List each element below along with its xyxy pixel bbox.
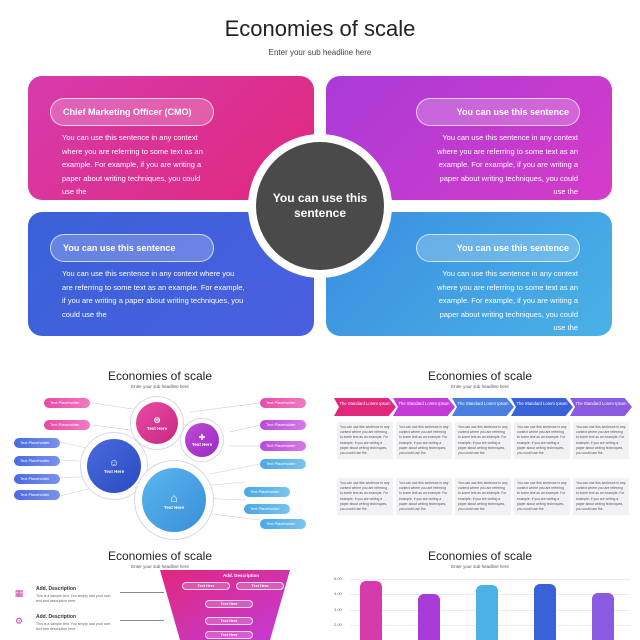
info-cell: You can use this sentence in any context… [573, 478, 629, 516]
info-cell: You can use this sentence in any context… [455, 478, 511, 516]
circle-node-blue: ☺ Text Here [87, 439, 141, 493]
text-placeholder[interactable]: Text Placeholder [260, 519, 306, 529]
bank-icon: ⌂ [170, 490, 178, 505]
bar-2 [418, 594, 440, 640]
info-cell: You can use this sentence in any context… [514, 478, 570, 516]
money-icon: ⊜ [153, 415, 161, 425]
thumb-subtitle: Enter your sub headline here [451, 384, 509, 389]
page-subtitle: Enter your sub headline here [268, 48, 372, 57]
thumb-subtitle: Enter your sub headline here [131, 564, 189, 569]
text-placeholder[interactable]: Text Placeholder [14, 456, 60, 466]
bar-5 [592, 592, 614, 640]
y-tick-label: 3,00 [334, 607, 342, 612]
circle-node-sky: ⌂ Text Here [142, 468, 206, 532]
chevron-step[interactable]: The Standard Lorem Ipsum [393, 398, 455, 416]
y-tick-label: 2,00 [334, 622, 342, 627]
text-placeholder[interactable]: Text Placeholder [260, 420, 306, 430]
circle-node-pink: ⊜ Text Here [136, 402, 178, 444]
funnel-pill[interactable]: Text Here [205, 617, 253, 625]
text-placeholder[interactable]: Text Placeholder [260, 459, 306, 469]
info-cell: You can use this sentence in any context… [573, 422, 629, 460]
quadrant-pill[interactable]: You can use this sentence [416, 234, 580, 262]
page-title: Economies of scale [224, 16, 416, 41]
y-tick-label: 4,00 [334, 591, 342, 596]
info-cell: You can use this sentence in any context… [514, 422, 570, 460]
gift-icon: ✚ [198, 433, 206, 442]
gridline [350, 579, 630, 580]
bar-1 [360, 580, 382, 640]
quadrant-text: You can use this sentence in any context… [437, 269, 578, 332]
info-cell: You can use this sentence in any context… [396, 422, 452, 460]
quadrant-text: You can use this sentence in any context… [62, 269, 245, 319]
connector-line [120, 620, 164, 621]
gear-icon: ⚙ [14, 616, 24, 626]
connector-line [120, 592, 164, 593]
info-cell: You can use this sentence in any context… [337, 478, 393, 516]
chevron-step[interactable]: The Standard Lorem Ipsum [334, 398, 396, 416]
quadrant-text: You can use this sentence in any context… [62, 133, 203, 196]
bar-4 [534, 583, 556, 640]
funnel-pill[interactable]: Text Here [236, 582, 284, 590]
quadrant-pill[interactable]: You can use this sentence [50, 234, 214, 262]
chevron-step[interactable]: The Standard Lorem Ipsum [452, 398, 514, 416]
text-placeholder[interactable]: Text Placeholder [244, 487, 290, 497]
text-placeholder[interactable]: Text Placeholder [260, 441, 306, 451]
info-cell: You can use this sentence in any context… [455, 422, 511, 460]
funnel-pill[interactable]: Text Here [205, 600, 253, 608]
thumb-title: Economies of scale [107, 549, 213, 563]
chevron-step[interactable]: The Standard Lorem Ipsum [570, 398, 632, 416]
text-placeholder[interactable]: Text Placeholder [260, 398, 306, 408]
info-cell: You can use this sentence in any context… [337, 422, 393, 460]
chevron-step[interactable]: The Standard Lorem Ipsum [511, 398, 573, 416]
funnel-top-label: Add. Description [222, 573, 259, 578]
text-placeholder[interactable]: Text Placeholder [14, 438, 60, 448]
center-circle: You can use this sentence [256, 142, 384, 270]
thumb-subtitle: Enter your sub headline here [451, 564, 509, 569]
text-placeholder[interactable]: Text Placeholder [244, 504, 290, 514]
info-cell: You can use this sentence in any context… [396, 478, 452, 516]
funnel-shape [160, 570, 290, 640]
people-icon: ☺ [108, 458, 120, 469]
quadrant-pill[interactable]: You can use this sentence [416, 98, 580, 126]
text-placeholder[interactable]: Text Placeholder [44, 420, 90, 430]
text-placeholder[interactable]: Text Placeholder [14, 490, 60, 500]
bar-3 [476, 585, 498, 640]
circle-node-purple: ✚ Text Here [185, 423, 219, 457]
funnel-pill[interactable]: Text Here [205, 631, 253, 639]
y-tick-label: 5,00 [334, 576, 342, 581]
text-placeholder[interactable]: Text Placeholder [14, 474, 60, 484]
thumb-subtitle: Enter your sub headline here [131, 384, 189, 389]
grid-icon: ▦ [14, 588, 24, 598]
thumb-title: Economies of scale [107, 369, 213, 383]
thumb-title: Economies of scale [427, 369, 533, 383]
thumb-title: Economies of scale [427, 549, 533, 563]
funnel-pill[interactable]: Text Here [182, 582, 230, 590]
quadrant-pill[interactable]: Chief Marketing Officer (CMO) [50, 98, 214, 126]
text-placeholder[interactable]: Text Placeholder [44, 398, 90, 408]
quadrant-text: You can use this sentence in any context… [437, 133, 578, 196]
